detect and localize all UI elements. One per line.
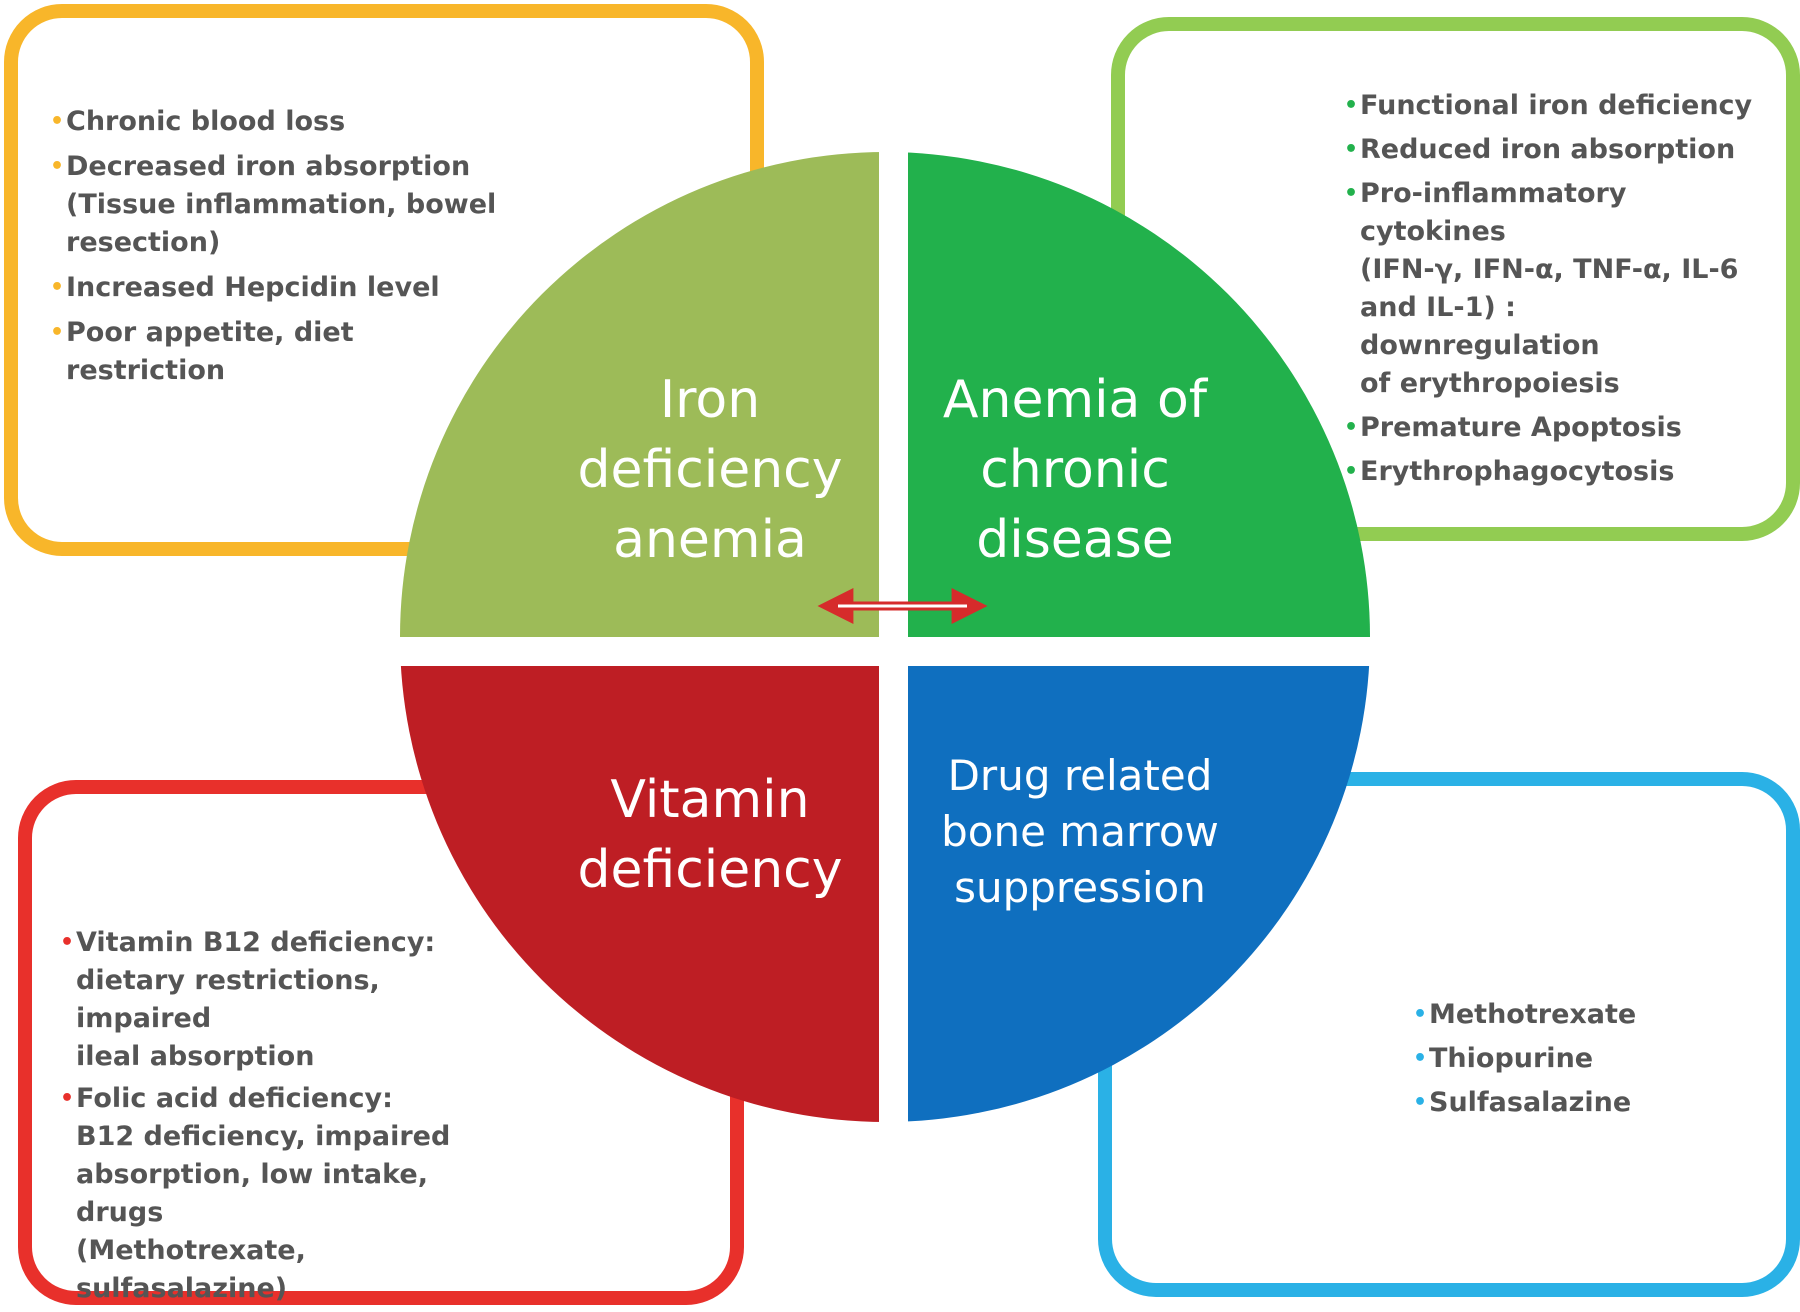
title-line: Anemia of (942, 370, 1208, 430)
iron-deficiency-bullet-list: •Chronic blood loss•Decreased iron absor… (50, 103, 510, 397)
bullet-line: resection) (66, 227, 221, 258)
bullet-item: •Methotrexate (1413, 996, 1713, 1034)
bullet-line: Methotrexate (1429, 999, 1637, 1030)
title-line: bone marrow (941, 807, 1219, 856)
title-line: deficiency (577, 440, 843, 500)
bullet-line: Pro-inflammatory cytokines (1360, 178, 1627, 247)
bullet-line: Increased Hepcidin level (66, 272, 440, 303)
bullet-dot-icon: • (1344, 137, 1359, 162)
bullet-line: Vitamin B12 deficiency: (76, 927, 436, 958)
bullet-dot-icon: • (50, 109, 65, 134)
bullet-item: •Premature Apoptosis (1344, 409, 1764, 447)
vitamin-deficiency-title: Vitamin deficiency (570, 765, 850, 905)
anemia-of-chronic-disease-title: Anemia of chronic disease (925, 365, 1225, 575)
title-line: Vitamin (610, 770, 810, 830)
bullet-item: •Folic acid deficiency: B12 deficiency, i… (60, 1080, 520, 1308)
iron-deficiency-quadrant (400, 152, 885, 637)
bullet-dot-icon: • (1344, 181, 1359, 206)
drug-suppression-quadrant (885, 637, 1370, 1122)
bullet-line: Thiopurine (1429, 1043, 1594, 1074)
bullet-item: •Erythrophagocytosis (1344, 453, 1764, 491)
bullet-item: •Vitamin B12 deficiency: dietary restrict… (60, 924, 520, 1076)
vitamin-deficiency-quadrant (400, 637, 885, 1122)
bullet-line: Functional iron deficiency (1360, 90, 1753, 121)
bullet-line: (Methotrexate, sulfasalazine) (76, 1235, 306, 1304)
bullet-line: Poor appetite, diet restriction (66, 317, 354, 386)
bullet-item: •Functional iron deficiency (1344, 87, 1764, 125)
drug-suppression-bullet-list: •Methotrexate•Thiopurine•Sulfasalazine (1413, 996, 1713, 1128)
bullet-line: dietary restrictions, impaired (76, 965, 380, 1034)
bullet-line: Sulfasalazine (1429, 1087, 1632, 1118)
bullet-line: of erythropoiesis (1360, 368, 1620, 399)
bullet-item: •Increased Hepcidin level (50, 269, 510, 307)
iron-deficiency-anemia-title: Iron deficiency anemia (570, 365, 850, 575)
bullet-item: •Pro-inflammatory cytokines (IFN-γ, IFN-α… (1344, 175, 1764, 403)
title-line: disease (976, 510, 1174, 570)
vitamin-deficiency-bullet-list: •Vitamin B12 deficiency:dietary restrict… (60, 924, 520, 1312)
drug-related-suppression-title: Drug related bone marrow suppression (915, 748, 1245, 916)
bullet-item: •Sulfasalazine (1413, 1084, 1713, 1122)
bullet-line: Decreased iron absorption (66, 151, 471, 182)
title-line: chronic (980, 440, 1170, 500)
bullet-item: •Decreased iron absorption (Tissue inflam… (50, 148, 510, 262)
bullet-line: Premature Apoptosis (1360, 412, 1682, 443)
bullet-line: (Tissue inflammation, bowel (66, 189, 497, 220)
bullet-line: (IFN-γ, IFN-α, TNF-α, IL-6 (1360, 254, 1739, 285)
bullet-line: Folic acid deficiency: (76, 1083, 393, 1114)
bullet-dot-icon: • (50, 154, 65, 179)
bullet-dot-icon: • (1413, 1090, 1428, 1115)
bullet-line: absorption, low intake, drugs (76, 1159, 428, 1228)
bullet-dot-icon: • (1344, 415, 1359, 440)
chronic-disease-causes-box (1111, 17, 1800, 541)
bullet-line: Erythrophagocytosis (1360, 456, 1675, 487)
bullet-dot-icon: • (1344, 93, 1359, 118)
title-line: suppression (954, 863, 1206, 912)
bullet-dot-icon: • (1413, 1046, 1428, 1071)
bullet-item: •Reduced iron absorption (1344, 131, 1764, 169)
bullet-dot-icon: • (50, 275, 65, 300)
bullet-dot-icon: • (60, 1086, 75, 1111)
title-line: deficiency (577, 840, 843, 900)
bullet-line: ileal absorption (76, 1041, 315, 1072)
title-line: Iron (659, 370, 761, 430)
bullet-item: •Thiopurine (1413, 1040, 1713, 1078)
bullet-dot-icon: • (60, 930, 75, 955)
bullet-item: •Chronic blood loss (50, 103, 510, 141)
bullet-line: Chronic blood loss (66, 106, 346, 137)
bullet-dot-icon: • (1413, 1002, 1428, 1027)
title-line: anemia (613, 510, 807, 570)
bullet-item: •Poor appetite, diet restriction (50, 314, 510, 390)
chronic-disease-quadrant (885, 152, 1370, 637)
title-line: Drug related (947, 751, 1213, 800)
bullet-line: Reduced iron absorption (1360, 134, 1736, 165)
bullet-dot-icon: • (50, 320, 65, 345)
chronic-disease-bullet-list: •Functional iron deficiency•Reduced iron… (1344, 87, 1764, 497)
bullet-dot-icon: • (1344, 459, 1359, 484)
bullet-line: B12 deficiency, impaired (76, 1121, 451, 1152)
bullet-line: and IL-1) : downregulation (1360, 292, 1600, 361)
